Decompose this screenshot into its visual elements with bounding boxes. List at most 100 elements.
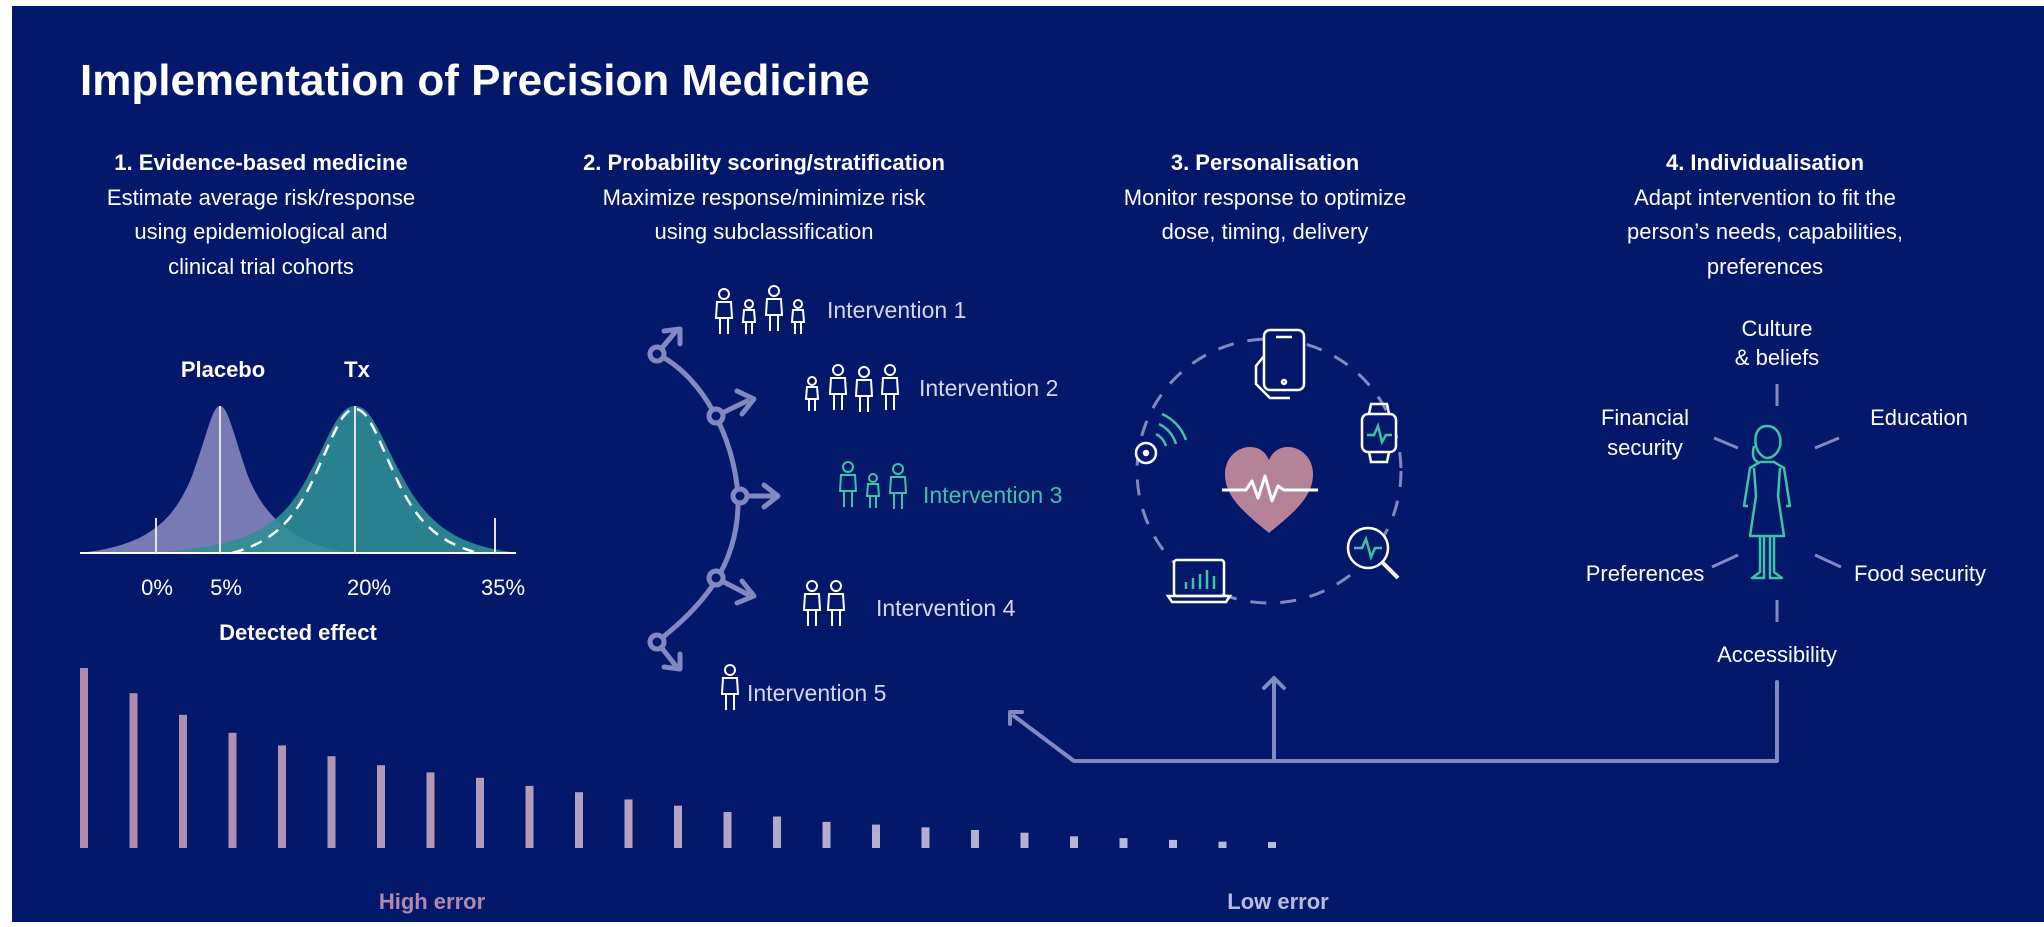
dashed-cycle-ring xyxy=(1135,337,1403,605)
magnifier-pulse-icon xyxy=(1346,526,1400,580)
section-3-line-1: Monitor response to optimize xyxy=(1124,185,1406,210)
branch-node-5 xyxy=(647,632,667,652)
section-evidence-based: 1. Evidence-based medicine Estimate aver… xyxy=(107,150,415,279)
error-bar xyxy=(476,777,484,848)
section-1-line-2: using epidemiological and xyxy=(134,219,387,244)
tx-curve xyxy=(152,406,518,553)
section-2-line-2: using subclassification xyxy=(655,219,874,244)
error-bar xyxy=(723,812,732,848)
error-bar xyxy=(426,772,435,848)
infographic-canvas: Implementation of Precision Medicine 1. … xyxy=(80,56,1986,914)
error-bar xyxy=(971,830,979,848)
laptop-chart-icon xyxy=(1165,558,1233,604)
group-icon-5 xyxy=(721,664,739,711)
section-2-heading: 2. Probability scoring/stratification xyxy=(583,150,945,175)
section-1-line-3: clinical trial cohorts xyxy=(168,254,354,279)
group-icon-4 xyxy=(803,580,845,627)
heartbeat-line xyxy=(1222,474,1318,503)
section-probability-scoring: 2. Probability scoring/stratification Ma… xyxy=(583,150,945,244)
section-4-line-3: preferences xyxy=(1707,254,1823,279)
intervention-4-label: Intervention 4 xyxy=(876,595,1016,621)
group-icon-3 xyxy=(839,461,907,510)
error-bar xyxy=(921,827,930,848)
feedback-line-to-stratification xyxy=(1012,680,1779,763)
error-bar xyxy=(525,785,534,848)
section-4-heading: 4. Individualisation xyxy=(1666,150,1864,175)
infographic-panel: Implementation of Precision Medicine 1. … xyxy=(12,6,2044,922)
section-1-heading: 1. Evidence-based medicine xyxy=(114,150,407,175)
section-4-line-2: person’s needs, capabilities, xyxy=(1627,219,1903,244)
section-1-line-1: Estimate average risk/response xyxy=(107,185,415,210)
individual-factors: Culture & beliefs Financial security Edu… xyxy=(1586,316,1986,667)
tx-label: Tx xyxy=(344,357,370,382)
intervention-1-label: Intervention 1 xyxy=(827,297,966,323)
section-4-line-1: Adapt intervention to fit the xyxy=(1634,185,1896,210)
section-2-line-1: Maximize response/minimize risk xyxy=(603,185,927,210)
low-error-label: Low error xyxy=(1227,889,1329,914)
factor-culture-line-1: Culture xyxy=(1742,316,1813,341)
high-error-label: High error xyxy=(379,889,486,914)
branch-node-1 xyxy=(647,344,667,364)
tick-label-5: 5% xyxy=(210,575,242,600)
error-bar xyxy=(624,799,633,848)
placebo-label: Placebo xyxy=(181,357,265,382)
smartwatch-icon xyxy=(1360,402,1398,464)
group-icon-2 xyxy=(805,364,899,413)
branch-arc xyxy=(654,351,741,645)
intervention-5-label: Intervention 5 xyxy=(747,680,886,706)
error-bar xyxy=(674,805,682,848)
error-bar xyxy=(822,821,831,848)
factor-education: Education xyxy=(1870,405,1968,430)
tick-label-20: 20% xyxy=(347,575,391,600)
factor-financial-line-2: security xyxy=(1607,435,1683,460)
error-bar xyxy=(1070,836,1078,848)
intervention-3-label: Intervention 3 xyxy=(923,482,1062,508)
signal-wireless-icon xyxy=(1134,412,1188,465)
error-bar xyxy=(80,668,88,848)
feedback-arrow-to-personalisation xyxy=(1262,676,1286,763)
placebo-curve xyxy=(80,406,352,553)
section-personalisation: 3. Personalisation Monitor response to o… xyxy=(1124,150,1406,244)
error-bar xyxy=(1169,839,1177,848)
factor-financial-line-1: Financial xyxy=(1601,405,1689,430)
error-bar xyxy=(1218,841,1227,848)
smartphone-icon xyxy=(1254,328,1306,400)
page-title: Implementation of Precision Medicine xyxy=(80,56,870,105)
error-bar xyxy=(179,714,187,848)
error-bar xyxy=(228,732,237,848)
factor-connectors xyxy=(1711,384,1842,622)
error-bar xyxy=(872,824,880,848)
error-bar xyxy=(129,693,138,848)
stratification-branches xyxy=(647,326,781,672)
group-icon-1 xyxy=(715,285,805,335)
branch-node-2 xyxy=(706,406,726,426)
factor-accessibility: Accessibility xyxy=(1717,642,1837,667)
error-bar xyxy=(278,745,286,848)
factor-food-security: Food security xyxy=(1854,561,1986,586)
axis-label-detected-effect: Detected effect xyxy=(219,620,377,645)
error-bar xyxy=(575,792,583,848)
error-bar xyxy=(1119,838,1128,848)
intervention-2-label: Intervention 2 xyxy=(919,375,1058,401)
woman-icon xyxy=(1742,424,1792,580)
factor-culture-line-2: & beliefs xyxy=(1735,345,1819,370)
section-individualisation: 4. Individualisation Adapt intervention … xyxy=(1627,150,1903,279)
section-3-heading: 3. Personalisation xyxy=(1171,150,1359,175)
feedback-arrowhead-left xyxy=(1008,710,1024,726)
tick-label-35: 35% xyxy=(481,575,525,600)
monitoring-cycle xyxy=(1134,328,1403,605)
error-bar xyxy=(327,756,336,848)
error-bar xyxy=(1020,832,1029,848)
branch-node-4 xyxy=(706,568,726,588)
error-bar xyxy=(773,816,781,848)
error-bar xyxy=(1268,842,1276,848)
tx-reference-dashed xyxy=(231,407,479,555)
error-bar xyxy=(377,765,385,848)
tick-label-0: 0% xyxy=(141,575,173,600)
section-3-line-2: dose, timing, delivery xyxy=(1162,219,1369,244)
branch-node-3 xyxy=(730,486,750,506)
error-scale-bars xyxy=(80,668,1276,848)
factor-preferences: Preferences xyxy=(1586,561,1705,586)
feedback-arrows xyxy=(1008,676,1779,763)
distribution-plot: Placebo Tx 0% 5% 20% 35% Detected effect xyxy=(80,357,525,645)
